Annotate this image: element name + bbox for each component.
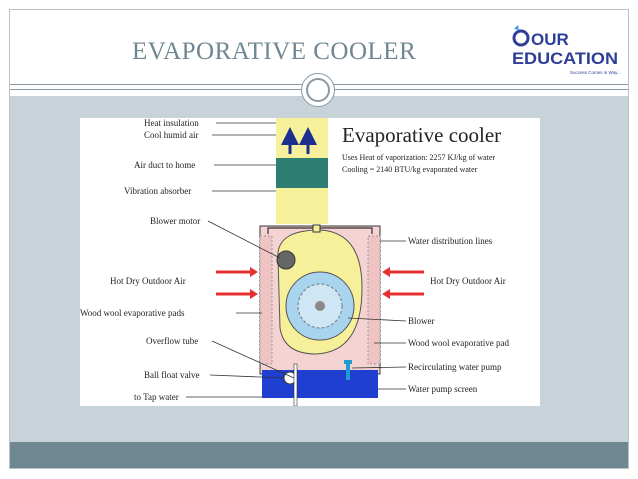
logo-line2: EDUCATION bbox=[512, 49, 618, 68]
label-hot-dry-air-right: Hot Dry Outdoor Air bbox=[430, 276, 506, 286]
logo-ring-icon bbox=[512, 29, 530, 47]
recirculating-pump-icon bbox=[344, 360, 352, 380]
label-recirculating-pump: Recirculating water pump bbox=[408, 362, 502, 372]
hot-air-arrow-head bbox=[382, 289, 390, 299]
label-ball-float-valve: Ball float valve bbox=[144, 370, 199, 380]
diagram-subtext-cooling: Cooling = 2140 BTU/kg evaporated water bbox=[342, 165, 478, 174]
label-hot-dry-air-left: Hot Dry Outdoor Air bbox=[110, 276, 186, 286]
distribution-valve bbox=[312, 224, 321, 233]
logo-flame-icon bbox=[514, 25, 519, 30]
air-duct bbox=[276, 118, 328, 158]
label-overflow-tube: Overflow tube bbox=[146, 336, 198, 346]
duct-lower bbox=[276, 188, 328, 224]
label-heat-insulation: Heat insulation bbox=[144, 118, 199, 128]
overflow-tube bbox=[293, 363, 298, 407]
hot-air-arrow-head bbox=[382, 267, 390, 277]
title-ornament bbox=[301, 73, 335, 107]
left-evaporative-pad bbox=[259, 235, 273, 365]
blower-motor-icon bbox=[276, 250, 296, 270]
slide: EVAPORATIVE COOLER OUR EDUCATION Success… bbox=[9, 9, 629, 469]
label-wood-wool-pads: Wood wool evaporative pads bbox=[80, 308, 185, 318]
label-blower-motor: Blower motor bbox=[150, 216, 200, 226]
slide-title: EVAPORATIVE COOLER bbox=[132, 38, 417, 65]
vibration-absorber bbox=[276, 158, 328, 188]
footer-bar bbox=[10, 442, 628, 468]
label-blower: Blower bbox=[408, 316, 435, 326]
ornament-ring-icon bbox=[306, 78, 330, 102]
label-water-distribution: Water distribution lines bbox=[408, 236, 493, 246]
label-air-duct: Air duct to home bbox=[134, 160, 195, 170]
label-pump-screen: Water pump screen bbox=[408, 384, 478, 394]
hot-air-arrow-head bbox=[250, 267, 258, 277]
diagram-subtext-vaporization: Uses Heat of vaporization: 2257 KJ/kg of… bbox=[342, 153, 495, 162]
blower-hub bbox=[315, 301, 325, 311]
content-area: Evaporative cooler Uses Heat of vaporiza… bbox=[10, 96, 628, 442]
right-evaporative-pad bbox=[367, 235, 381, 365]
logo-line1: OUR bbox=[531, 30, 569, 49]
label-cool-humid-air: Cool humid air bbox=[144, 130, 199, 140]
logo-tagline: Success Comes in Way... bbox=[570, 70, 621, 75]
diagram-heading: Evaporative cooler bbox=[342, 123, 501, 147]
our-education-logo: OUR EDUCATION Success Comes in Way... bbox=[512, 25, 621, 75]
water-reservoir bbox=[262, 370, 378, 398]
label-wood-wool-pad: Wood wool evaporative pad bbox=[408, 338, 509, 348]
hot-air-arrow-head bbox=[250, 289, 258, 299]
evaporative-cooler-diagram: Evaporative cooler Uses Heat of vaporiza… bbox=[80, 118, 540, 407]
label-tap-water: to Tap water bbox=[134, 392, 179, 402]
label-vibration-absorber: Vibration absorber bbox=[124, 186, 191, 196]
